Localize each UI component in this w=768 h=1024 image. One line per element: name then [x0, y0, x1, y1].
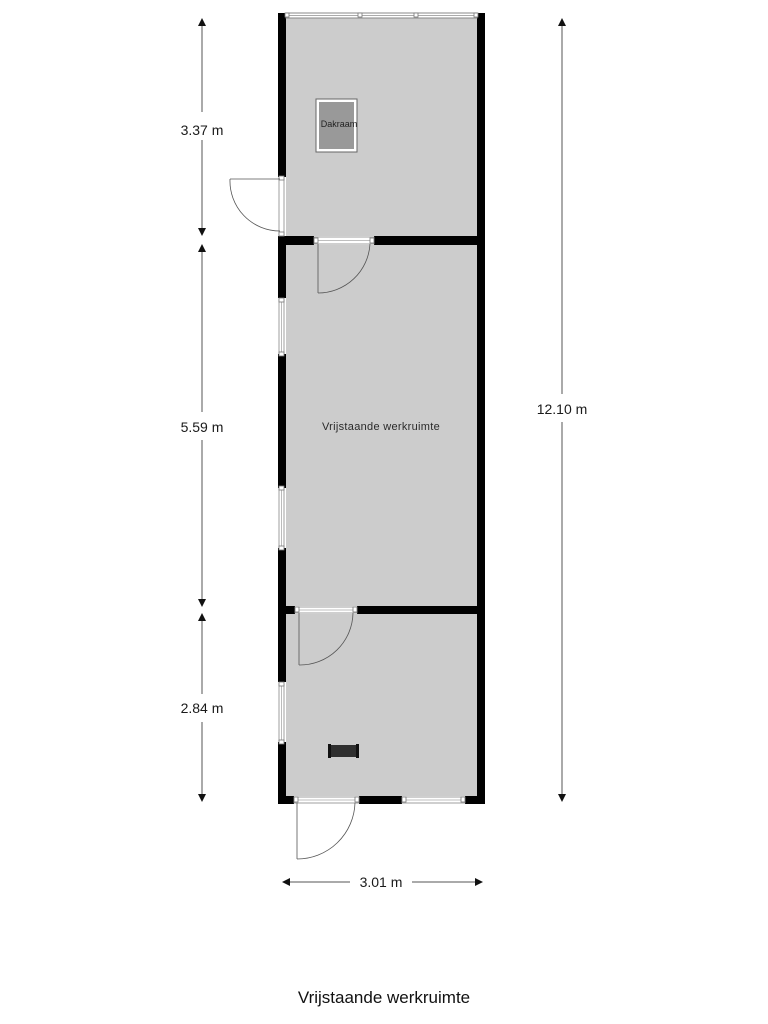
skylight-label: Dakraam	[321, 119, 358, 129]
svg-text:3.01 m: 3.01 m	[360, 874, 403, 890]
svg-text:2.84 m: 2.84 m	[181, 700, 224, 716]
dimension-left-middle: 5.59 m	[181, 244, 224, 607]
dimension-width: 3.01 m	[282, 874, 483, 890]
heater-fixture	[328, 744, 359, 758]
door-1	[313, 236, 375, 294]
svg-text:12.10 m: 12.10 m	[537, 401, 588, 417]
bottom-window	[401, 796, 466, 804]
svg-text:5.59 m: 5.59 m	[181, 419, 224, 435]
skylight: Dakraam	[315, 98, 358, 153]
left-window-2	[278, 485, 285, 551]
front-door	[293, 796, 360, 860]
left-window-1	[278, 297, 285, 357]
top-window	[284, 12, 479, 19]
plan-title: Vrijstaande werkruimte	[297, 988, 471, 1007]
room-middle-floor	[286, 245, 477, 606]
door-2	[294, 606, 358, 666]
svg-text:3.37 m: 3.37 m	[181, 122, 224, 138]
dimension-left-bottom: 2.84 m	[181, 613, 224, 802]
room-label-middle: Vrijstaande werkruimte	[322, 421, 440, 433]
dimension-total-length: 12.10 m	[537, 18, 588, 802]
dimension-left-top: 3.37 m	[181, 18, 224, 236]
interior-wall-1	[278, 236, 485, 245]
left-window-3	[278, 681, 285, 745]
side-door	[229, 175, 285, 237]
outer-walls	[278, 13, 485, 804]
interior-wall-2	[278, 606, 485, 614]
room-top-floor	[286, 17, 477, 236]
room-bottom-floor	[286, 614, 477, 796]
